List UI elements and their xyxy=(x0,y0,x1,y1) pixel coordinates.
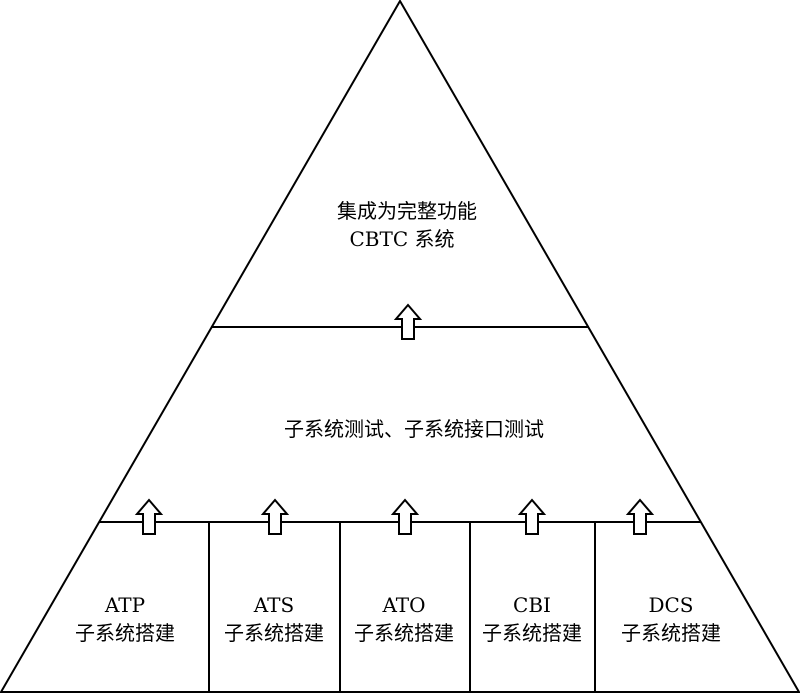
up-arrow-icon xyxy=(134,498,164,535)
up-arrow-icon xyxy=(390,498,420,535)
subsystem-name-cbi: CBI xyxy=(513,593,551,617)
middle-tier-label: 子系统测试、子系统接口测试 xyxy=(284,417,544,441)
subsystem-label-ato: 子系统搭建 xyxy=(354,621,454,645)
subsystem-name-ats: ATS xyxy=(253,593,294,617)
subsystem-label-cbi: 子系统搭建 xyxy=(482,621,582,645)
subsystem-name-ato: ATO xyxy=(381,593,425,617)
top-tier-subtitle: CBTC 系统 xyxy=(350,227,455,251)
top-tier-title: 集成为完整功能 xyxy=(337,199,477,223)
up-arrow-icon xyxy=(260,498,290,535)
up-arrow-icon xyxy=(393,303,423,340)
subsystem-name-atp: ATP xyxy=(104,593,145,617)
subsystem-label-dcs: 子系统搭建 xyxy=(621,621,721,645)
subsystem-label-ats: 子系统搭建 xyxy=(224,621,324,645)
up-arrow-icon xyxy=(625,498,655,535)
subsystem-name-dcs: DCS xyxy=(648,593,693,617)
subsystem-label-atp: 子系统搭建 xyxy=(75,621,175,645)
up-arrow-icon xyxy=(517,498,547,535)
